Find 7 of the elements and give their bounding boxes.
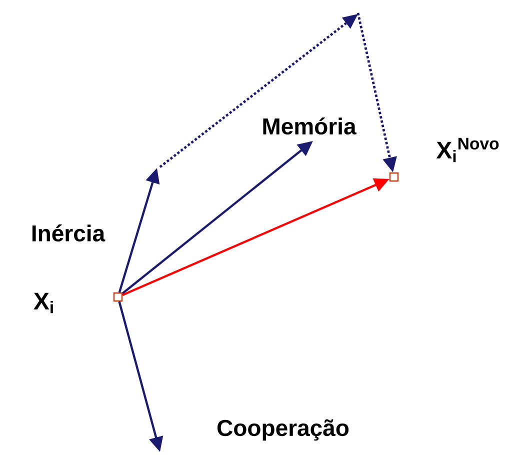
point-marker xyxy=(389,172,399,182)
point-marker xyxy=(113,292,123,302)
point-label: X$_{i}$Novo xyxy=(436,138,499,162)
vector-label: Inércia xyxy=(30,223,106,243)
point-label: X$_{i}$ xyxy=(34,292,53,314)
vector-label: Cooperação xyxy=(216,418,350,442)
vector-label: Memória xyxy=(260,116,358,136)
